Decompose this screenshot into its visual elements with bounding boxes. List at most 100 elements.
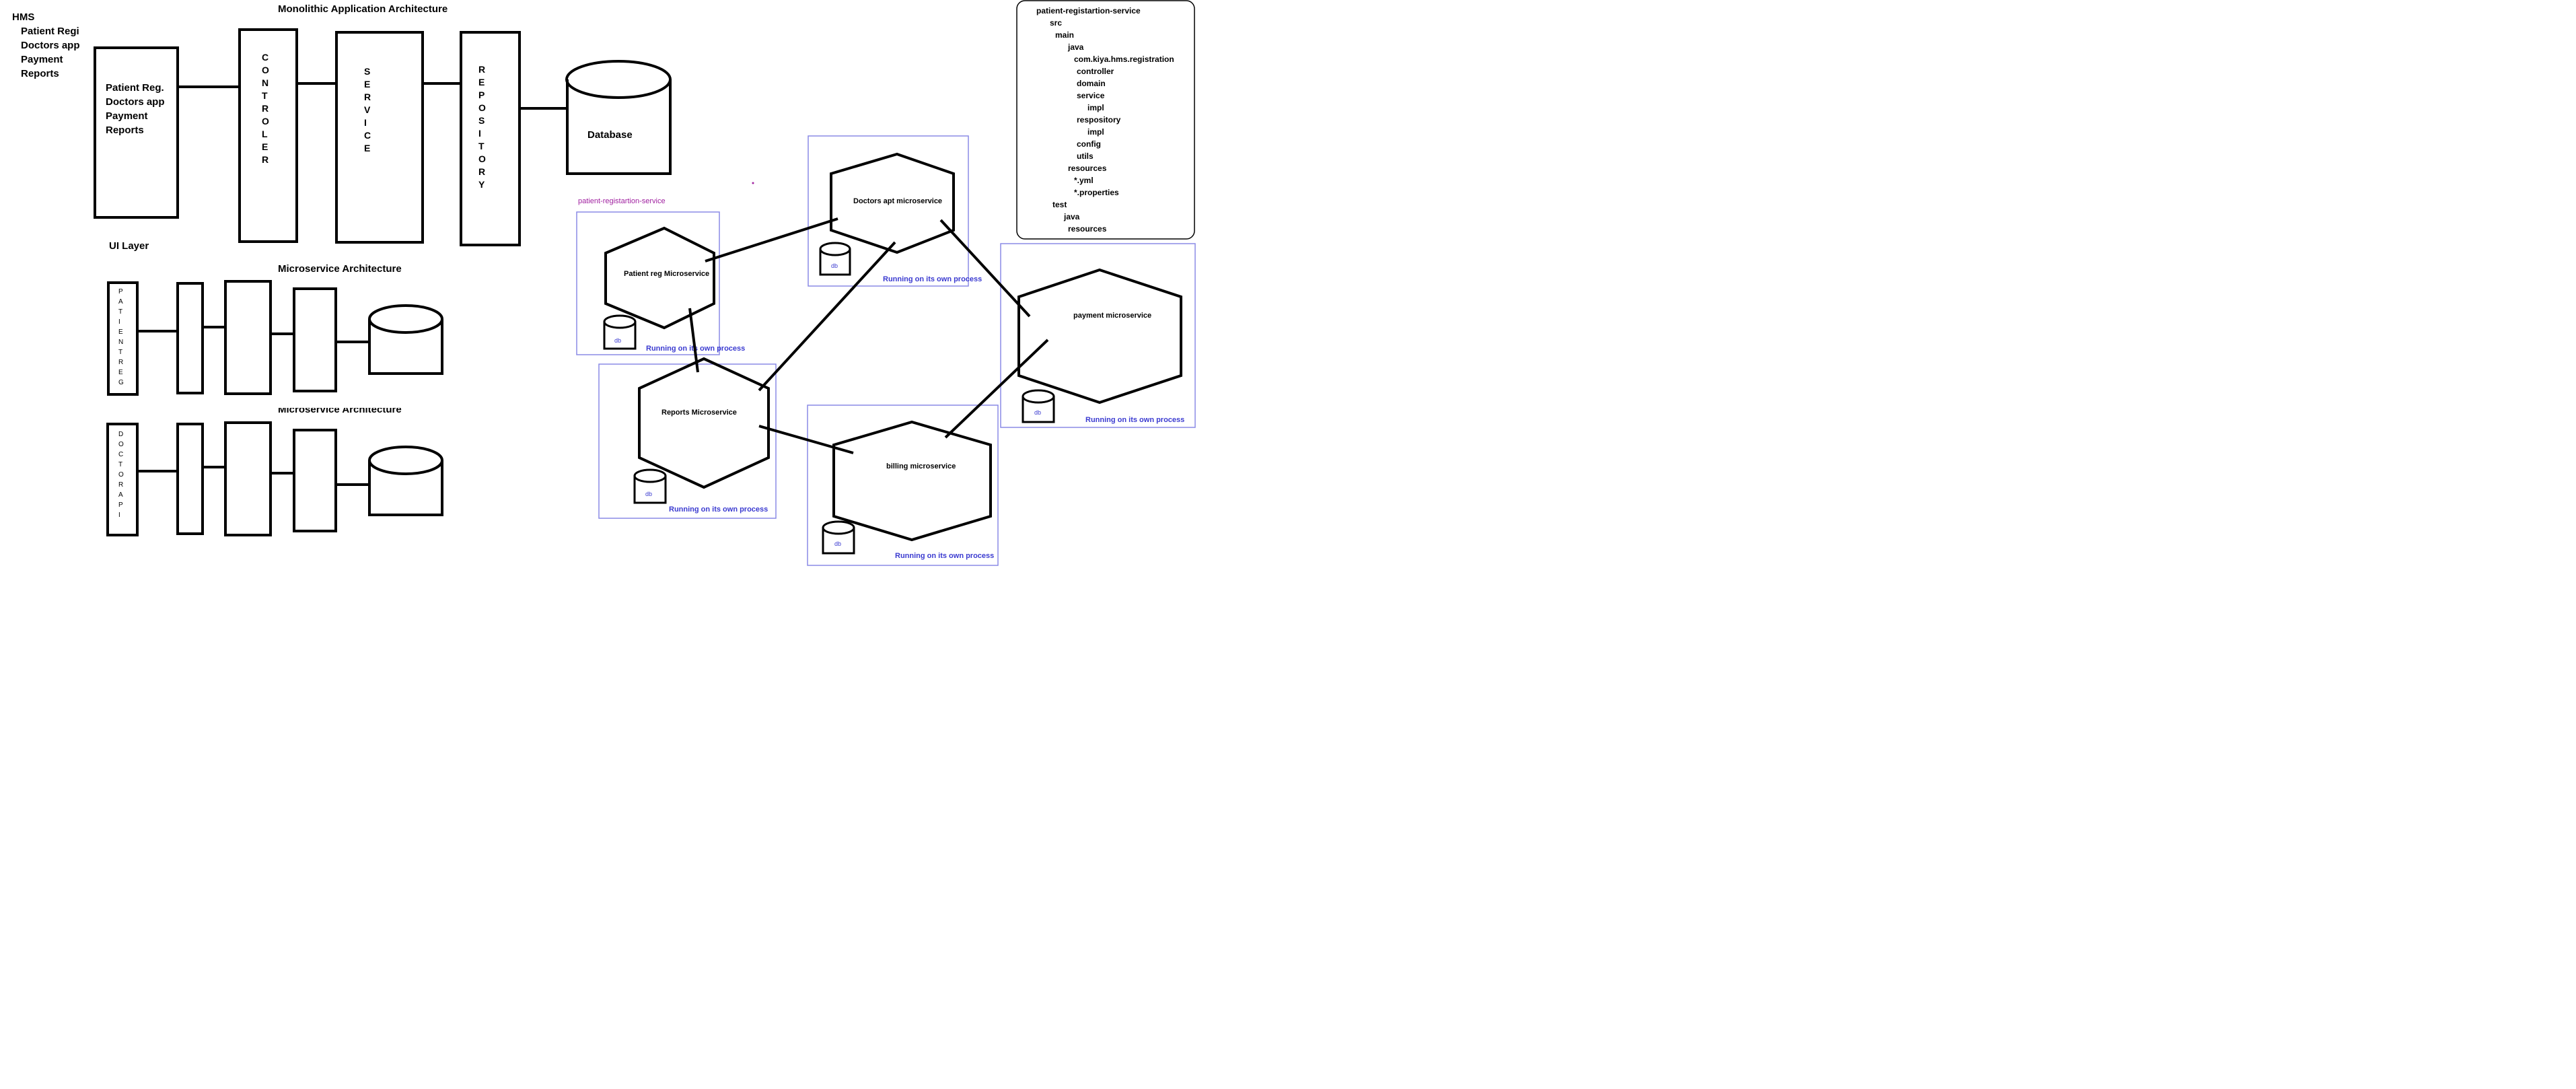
tree-line: java xyxy=(1063,212,1080,221)
doctors-service: Doctors apt microservice db Running on i… xyxy=(808,135,982,287)
layer-box xyxy=(293,287,337,392)
connection-doctors-payment xyxy=(939,219,1031,318)
doctors-service-hexagon xyxy=(830,152,955,254)
tree-box xyxy=(1016,0,1195,240)
tree-line: service xyxy=(1077,91,1105,100)
tree-line: impl xyxy=(1087,103,1104,112)
tree-line: java xyxy=(1067,42,1084,52)
db-label: db xyxy=(1034,409,1041,416)
sidebar-item: Patient Regi xyxy=(21,26,79,37)
tree-line: impl xyxy=(1087,127,1104,137)
db-label: db xyxy=(834,540,841,547)
process-boundary xyxy=(808,135,969,287)
tree-line: resources xyxy=(1068,224,1107,234)
process-label: Running on its own process xyxy=(1085,416,1184,424)
connection-patient-reports xyxy=(688,308,699,373)
layer-box xyxy=(224,280,272,395)
tree-line: main xyxy=(1055,30,1074,40)
tree-line: domain xyxy=(1077,79,1106,88)
db-cylinder xyxy=(819,242,851,276)
reports-service-name: Reports Microservice xyxy=(661,409,737,417)
tree-line: *.properties xyxy=(1074,188,1119,197)
tree-line: test xyxy=(1052,200,1067,209)
db-label: db xyxy=(614,337,621,344)
database-cylinder xyxy=(565,60,672,175)
layer-box xyxy=(176,423,204,535)
repository-box xyxy=(460,31,521,246)
connection-reports-doctors xyxy=(758,241,896,392)
project-tree: patient-registartion-service src main java c… xyxy=(1016,0,1195,240)
ui-box-line: Reports xyxy=(106,125,144,136)
layer-box xyxy=(224,421,272,536)
controller-box xyxy=(238,28,298,243)
db-cylinder xyxy=(822,520,855,555)
billing-service-name: billing microservice xyxy=(886,462,956,470)
sidebar: HMS Patient Regi Doctors app Payment Rep… xyxy=(12,11,80,79)
tree-line: patient-registartion-service xyxy=(1036,6,1141,15)
process-boundary xyxy=(576,211,720,355)
db-label: db xyxy=(645,491,652,497)
patientreg-box xyxy=(107,281,139,396)
stray-dot xyxy=(752,182,754,184)
doctors-service-name: Doctors apt microservice xyxy=(853,197,942,205)
process-label: Running on its own process xyxy=(669,505,768,514)
ui-layer-box xyxy=(94,46,179,219)
sidebar-item: Reports xyxy=(21,68,59,79)
sidebar-item: Doctors app xyxy=(21,40,80,51)
patient-service-caption: patient-registartion-service xyxy=(578,197,666,205)
doctorapi-box xyxy=(106,423,139,536)
ui-box-line: Doctors app xyxy=(106,96,165,108)
layer-box xyxy=(176,282,204,394)
service-box xyxy=(335,31,424,244)
monolithic-title: Monolithic Application Architecture xyxy=(278,3,448,15)
billing-service-hexagon xyxy=(832,420,992,542)
layer-box xyxy=(293,429,337,532)
ui-layer-label: UI Layer xyxy=(109,240,149,252)
connection-reports-billing xyxy=(758,425,854,454)
connection-patient-doctors xyxy=(705,217,838,262)
sidebar-item: Payment xyxy=(21,54,63,65)
tree-line: com.kiya.hms.registration xyxy=(1074,55,1174,64)
ui-box-line: Patient Reg. xyxy=(106,82,164,94)
tree-line: utils xyxy=(1077,151,1094,161)
db-label: db xyxy=(831,262,838,269)
process-label: Running on its own process xyxy=(883,275,982,283)
tree-line: *.yml xyxy=(1074,176,1094,185)
database-cylinder xyxy=(368,446,443,516)
process-boundary xyxy=(1000,243,1196,428)
microservice-title: Microservice Architecture xyxy=(278,263,402,275)
db-cylinder xyxy=(1022,389,1055,423)
payment-service-hexagon xyxy=(1017,268,1182,405)
process-label: Running on its own process xyxy=(895,552,994,560)
patient-service-hexagon xyxy=(604,226,715,330)
db-cylinder xyxy=(633,468,667,504)
process-boundary xyxy=(807,405,999,566)
billing-service: billing microservice db Running on its o… xyxy=(807,405,999,566)
process-boundary xyxy=(598,363,777,519)
tree-line: controller xyxy=(1077,67,1114,76)
monolithic-architecture: Monolithic Application Architecture Pati… xyxy=(94,3,672,252)
tree-line: respository xyxy=(1077,115,1121,125)
patient-service-name: Patient reg Microservice xyxy=(624,270,709,278)
payment-service: payment microservice db Running on its o… xyxy=(1000,243,1196,428)
patient-service: patient-registartion-service Patient reg… xyxy=(576,197,745,355)
db-cylinder xyxy=(603,314,637,350)
connection-billing-payment xyxy=(944,339,1049,439)
reports-service-hexagon xyxy=(638,357,770,489)
reports-service: Reports Microservice db Running on its o… xyxy=(598,357,777,519)
database-label: Database xyxy=(587,129,633,141)
sidebar-title: HMS xyxy=(12,11,34,23)
tree-line: src xyxy=(1050,18,1062,28)
tree-line: resources xyxy=(1068,164,1107,173)
tree-line: config xyxy=(1077,139,1101,149)
database-cylinder xyxy=(368,304,443,375)
microservice-ghost-title: Microservice Architecture xyxy=(278,404,402,415)
payment-service-name: payment microservice xyxy=(1073,312,1151,320)
